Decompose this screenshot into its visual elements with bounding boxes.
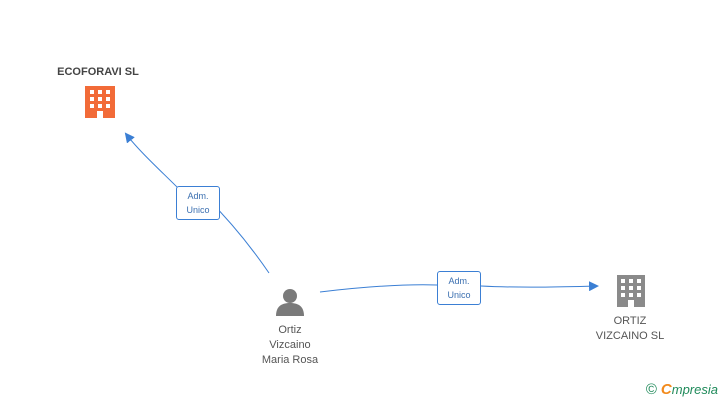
- edge-person-to-ortiz-vizcaino-sl: [319, 285, 597, 292]
- person-label[interactable]: Ortiz Vizcaino Maria Rosa: [238, 323, 342, 368]
- edge-label-line: Adm.: [448, 276, 470, 286]
- edge-label-adm-unico: Adm. Unico: [176, 186, 220, 220]
- edge-label-line: Unico: [447, 290, 471, 300]
- copyright-icon: ©: [645, 381, 657, 398]
- person-name-line: Maria Rosa: [261, 354, 319, 366]
- building-icon[interactable]: [85, 86, 115, 118]
- ortiz-vizcaino-sl-label[interactable]: ORTIZ VIZCAINO SL: [578, 314, 682, 344]
- person-name-line: Vizcaino: [269, 339, 311, 351]
- brand-initial: C: [660, 381, 672, 398]
- ecoforavi-sl-label[interactable]: ECOFORAVI SL: [57, 66, 139, 78]
- building-icon[interactable]: [617, 275, 645, 307]
- person-name-line: Ortiz: [278, 324, 302, 336]
- company-name-line: ORTIZ: [613, 315, 647, 327]
- person-icon[interactable]: [276, 289, 304, 316]
- company-name-line: VIZCAINO SL: [595, 330, 665, 342]
- edge-label-line: Adm.: [187, 191, 209, 201]
- edge-label-adm-unico: Adm. Unico: [437, 271, 481, 305]
- brand-name: mpresia: [671, 382, 718, 397]
- edge-label-line: Unico: [186, 205, 210, 215]
- empresia-watermark: ©Cmpresia: [646, 381, 718, 398]
